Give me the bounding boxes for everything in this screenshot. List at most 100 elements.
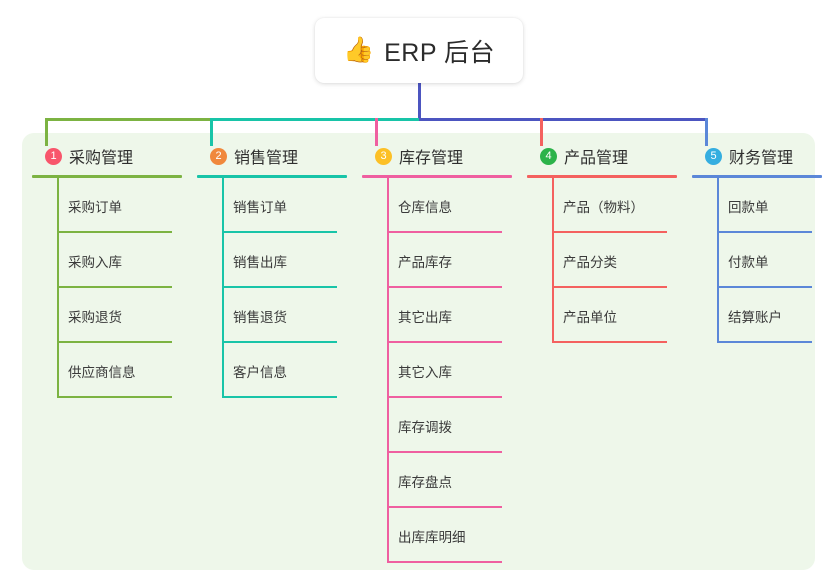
menu-item-rule: [387, 451, 502, 453]
column-items: 产品（物料） 产品分类产品单位: [527, 178, 677, 343]
menu-item-rule: [387, 506, 502, 508]
column-spine: [387, 178, 389, 563]
menu-item[interactable]: 库存调拨: [362, 398, 512, 453]
connector-drop-1: [45, 118, 48, 146]
menu-item-label: 产品（物料）: [563, 200, 644, 215]
menu-item-rule: [552, 341, 667, 343]
menu-item-label: 采购退货: [68, 310, 122, 325]
column-1: 1 采购管理采购订单采购入库采购退货供应商信息: [32, 143, 182, 398]
connector-trunk: [418, 83, 421, 121]
menu-item-label: 销售出库: [233, 255, 287, 270]
menu-item[interactable]: 其它出库: [362, 288, 512, 343]
column-header-rule: [32, 175, 182, 178]
menu-item-label: 仓库信息: [398, 200, 452, 215]
column-number-badge: 5: [705, 147, 722, 165]
menu-item[interactable]: 销售订单: [197, 178, 347, 233]
column-spine: [222, 178, 224, 398]
menu-item-rule: [387, 341, 502, 343]
menu-item[interactable]: 采购入库: [32, 233, 182, 288]
menu-item-rule: [717, 286, 812, 288]
root-title: ERP 后台: [384, 38, 496, 67]
menu-item[interactable]: 产品（物料）: [527, 178, 677, 233]
column-title: 财务管理: [729, 150, 794, 167]
column-number-badge: 1: [45, 147, 62, 165]
menu-item-rule: [552, 231, 667, 233]
column-items: 回款单付款单结算账户: [692, 178, 822, 343]
menu-item[interactable]: 付款单: [692, 233, 822, 288]
menu-item-label: 供应商信息: [68, 365, 136, 380]
column-4: 4 产品管理产品（物料） 产品分类产品单位: [527, 143, 677, 343]
menu-item-label: 产品单位: [563, 310, 617, 325]
menu-item-label: 其它出库: [398, 310, 452, 325]
column-header-1[interactable]: 1 采购管理: [32, 143, 182, 169]
diagram-panel: [22, 133, 815, 570]
column-header-5[interactable]: 5 财务管理: [692, 143, 822, 169]
column-header-rule: [362, 175, 512, 178]
column-title: 产品管理: [564, 150, 629, 167]
menu-item[interactable]: 仓库信息: [362, 178, 512, 233]
menu-item-rule: [57, 396, 172, 398]
menu-item[interactable]: 其它入库: [362, 343, 512, 398]
menu-item[interactable]: 供应商信息: [32, 343, 182, 398]
root-node[interactable]: 👍 ERP 后台: [315, 18, 523, 83]
menu-item[interactable]: 结算账户: [692, 288, 822, 343]
menu-item-label: 销售订单: [233, 200, 287, 215]
menu-item[interactable]: 产品分类: [527, 233, 677, 288]
column-items: 销售订单销售出库销售退货客户信息: [197, 178, 347, 398]
menu-item-rule: [57, 286, 172, 288]
column-title: 库存管理: [399, 150, 464, 167]
connector-drop-4: [540, 118, 543, 146]
menu-item-rule: [57, 341, 172, 343]
menu-item[interactable]: 产品单位: [527, 288, 677, 343]
menu-item[interactable]: 客户信息: [197, 343, 347, 398]
menu-item[interactable]: 采购退货: [32, 288, 182, 343]
menu-item-label: 其它入库: [398, 365, 452, 380]
menu-item-rule: [222, 341, 337, 343]
menu-item-label: 回款单: [728, 200, 769, 215]
column-spine: [57, 178, 59, 398]
column-number-badge: 3: [375, 147, 392, 165]
menu-item[interactable]: 销售退货: [197, 288, 347, 343]
column-header-3[interactable]: 3 库存管理: [362, 143, 512, 169]
menu-item-label: 客户信息: [233, 365, 287, 380]
connector-drop-5: [705, 118, 708, 146]
column-items: 仓库信息产品库存其它出库其它入库库存调拨库存盘点出库库明细: [362, 178, 512, 563]
menu-item-rule: [387, 396, 502, 398]
menu-item-rule: [222, 231, 337, 233]
menu-item-label: 付款单: [728, 255, 769, 270]
menu-item[interactable]: 销售出库: [197, 233, 347, 288]
menu-item-rule: [222, 396, 337, 398]
menu-item[interactable]: 采购订单: [32, 178, 182, 233]
menu-item[interactable]: 产品库存: [362, 233, 512, 288]
menu-item-label: 出库库明细: [398, 530, 466, 545]
connector-bar-segment-2: [210, 118, 419, 121]
menu-item-rule: [552, 286, 667, 288]
menu-item-label: 库存盘点: [398, 475, 452, 490]
column-header-rule: [692, 175, 822, 178]
connector-bar-segment-1: [45, 118, 210, 121]
connector-drop-3: [375, 118, 378, 146]
menu-item-rule: [717, 231, 812, 233]
menu-item-label: 采购入库: [68, 255, 122, 270]
menu-item-rule: [387, 231, 502, 233]
menu-item-rule: [222, 286, 337, 288]
menu-item[interactable]: 出库库明细: [362, 508, 512, 563]
menu-item-label: 采购订单: [68, 200, 122, 215]
column-spine: [552, 178, 554, 343]
menu-item-label: 产品库存: [398, 255, 452, 270]
menu-item[interactable]: 回款单: [692, 178, 822, 233]
menu-item-label: 库存调拨: [398, 420, 452, 435]
connector-bar-segment-3: [419, 118, 708, 121]
thumbs-up-icon: 👍: [342, 36, 375, 64]
column-number-badge: 4: [540, 147, 557, 165]
menu-item[interactable]: 库存盘点: [362, 453, 512, 508]
column-title: 销售管理: [234, 150, 299, 167]
column-title: 采购管理: [69, 150, 134, 167]
column-header-rule: [197, 175, 347, 178]
connector-drop-2: [210, 118, 213, 146]
column-header-4[interactable]: 4 产品管理: [527, 143, 677, 169]
column-3: 3 库存管理仓库信息产品库存其它出库其它入库库存调拨库存盘点出库库明细: [362, 143, 512, 563]
column-5: 5 财务管理回款单付款单结算账户: [692, 143, 822, 343]
